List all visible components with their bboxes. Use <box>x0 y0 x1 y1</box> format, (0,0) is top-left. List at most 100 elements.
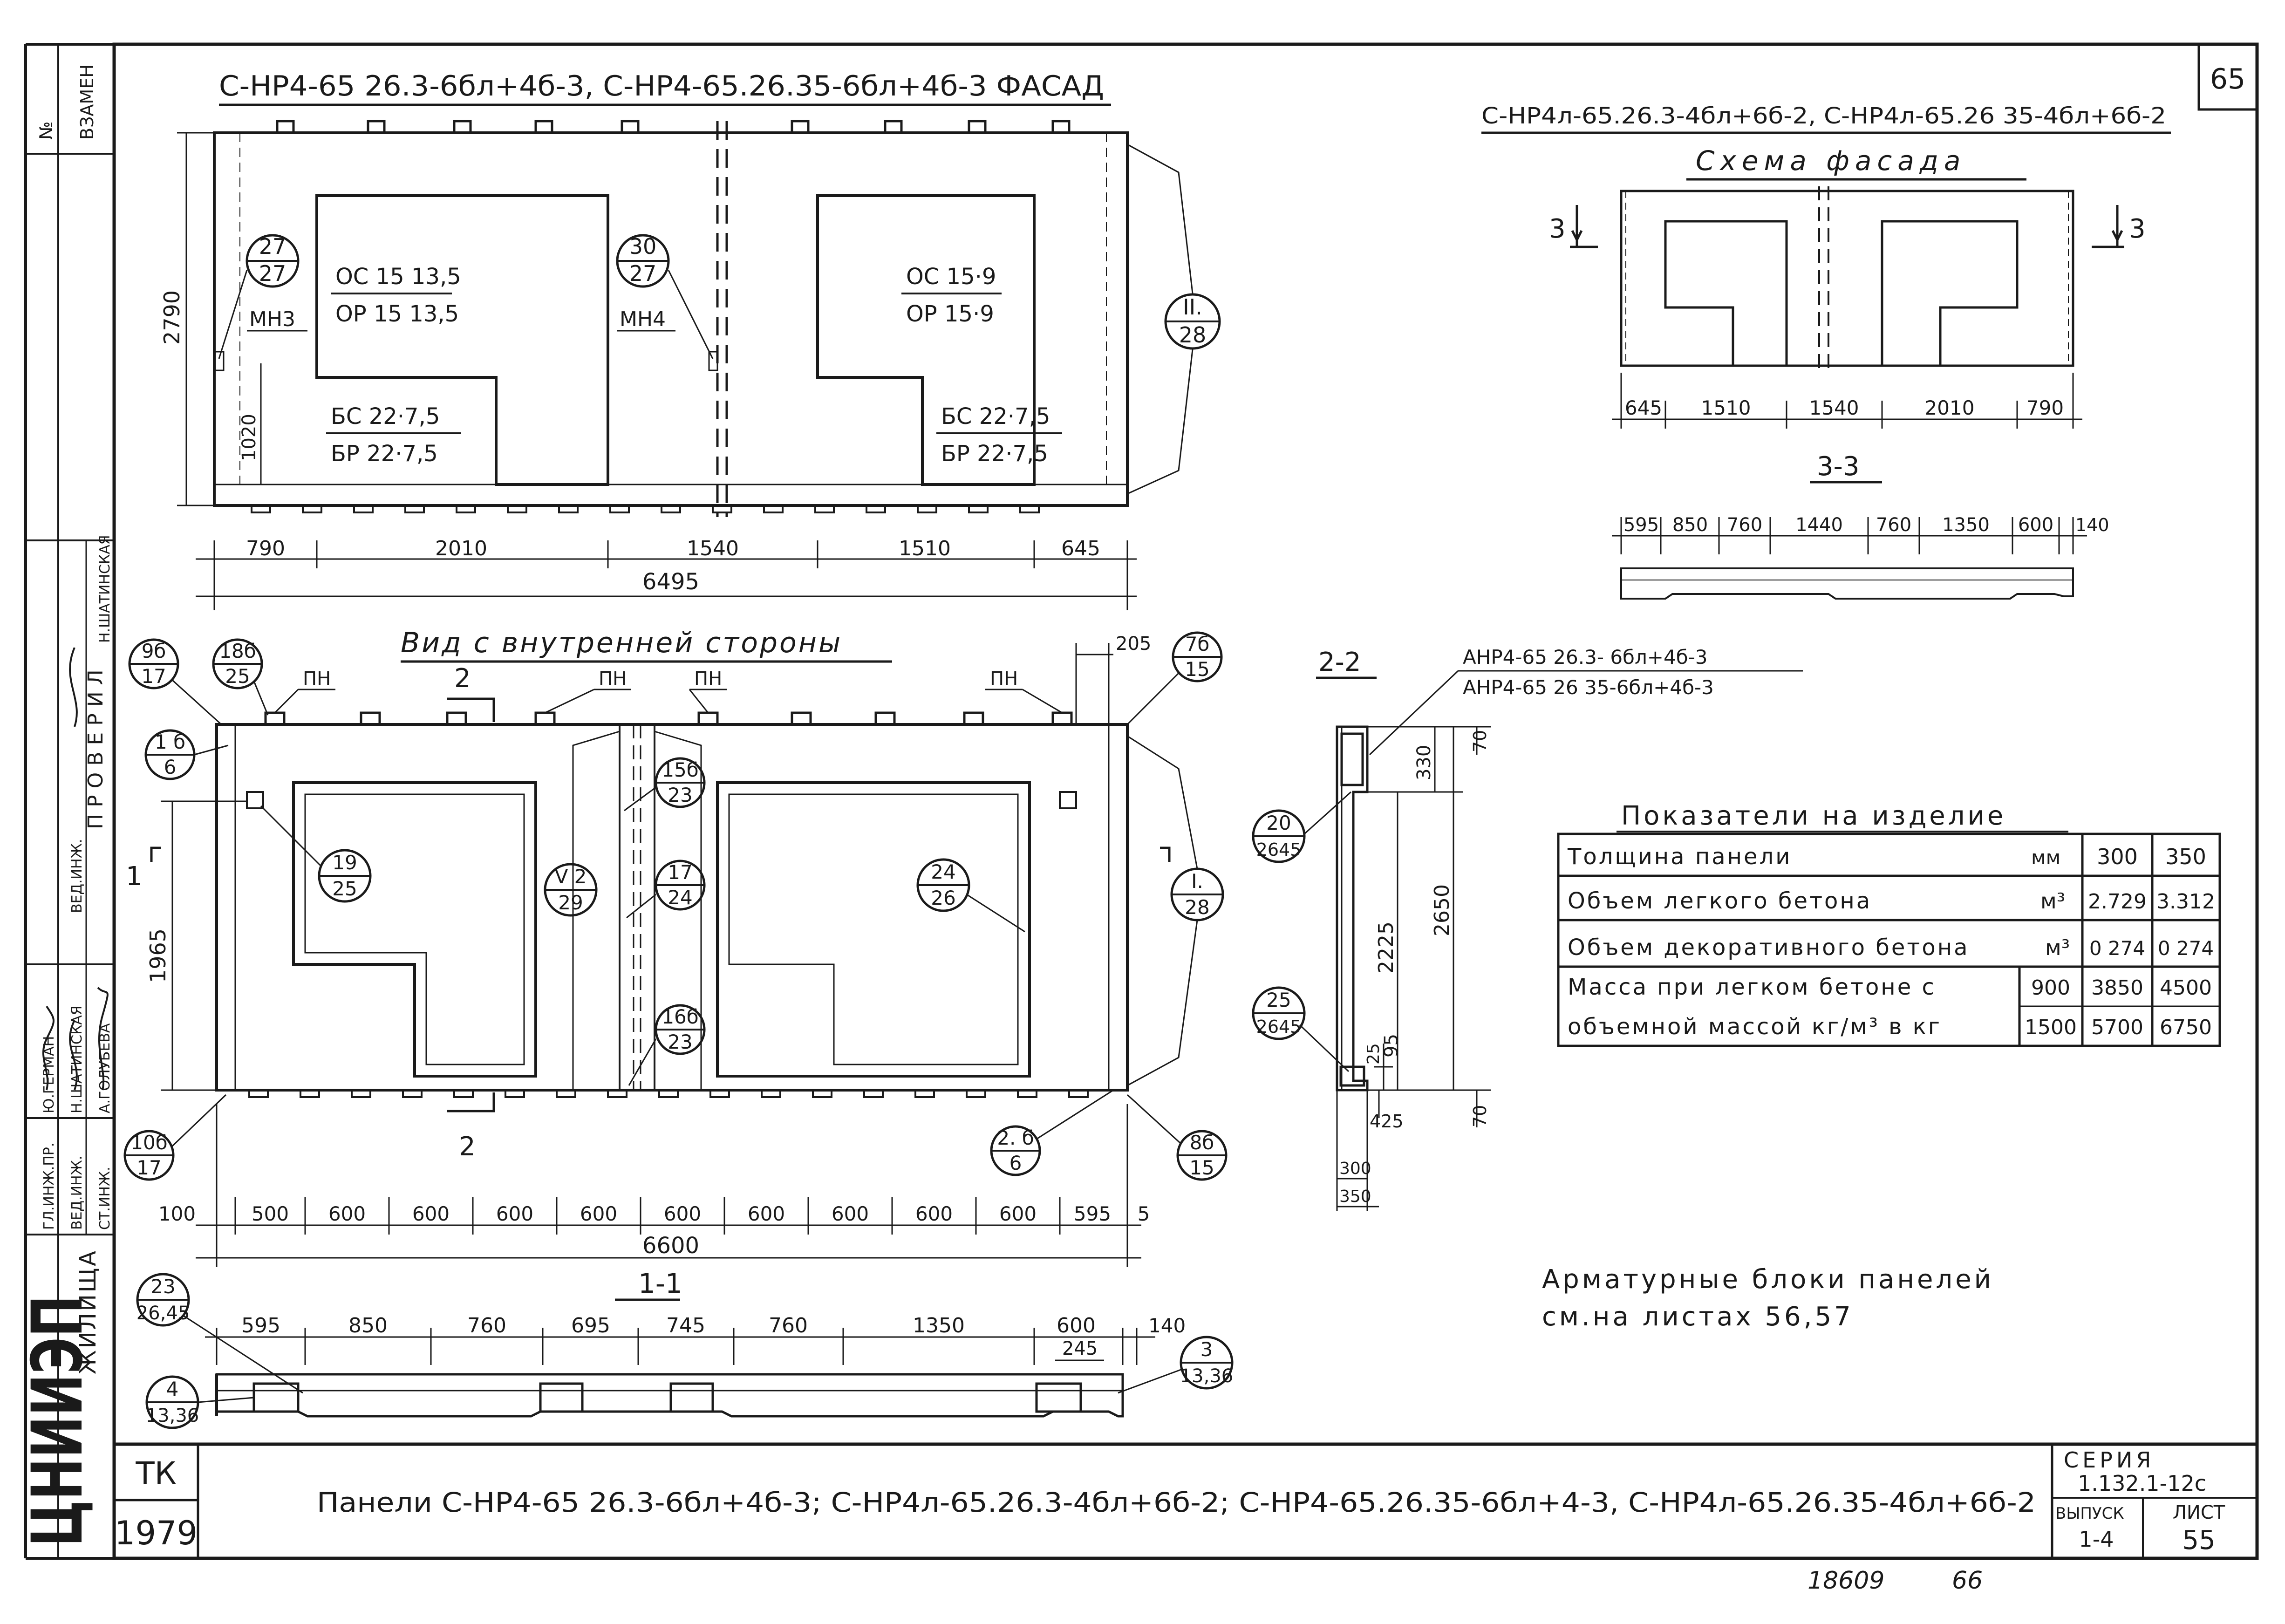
row-3-v300: 0 274 <box>2089 937 2145 960</box>
section-1-1-dim-7: 1350 <box>913 1314 965 1337</box>
inner-top-dim: 205 <box>1116 633 1151 655</box>
section-mark-left: 1 <box>126 861 143 892</box>
section-2-2-tag-25-bottom: 2645 <box>1256 1017 1302 1037</box>
row-2-unit: м³ <box>2040 888 2065 914</box>
inner-horizontal-dims <box>196 1104 1141 1267</box>
schema-cut-right: 3 <box>2129 214 2146 244</box>
row-1-unit: мм <box>2031 846 2060 869</box>
stamp-name-2: Н.ШАТИНСКАЯ <box>69 1005 85 1113</box>
facade-tag-ii: II. 28 <box>1127 143 1221 495</box>
tag-8b: 8б 15 <box>1126 1094 1228 1181</box>
tag-19-top: 19 <box>332 851 357 874</box>
pn-label-1: ПН <box>303 668 331 689</box>
inner-dim-9: 600 <box>832 1202 869 1225</box>
section-1-1-tag-4: 4 13,36 <box>145 1375 254 1429</box>
tag-17-top: 17 <box>668 861 692 884</box>
section-1-1: 1-1 595 850 760 695 745 760 1350 600 140… <box>136 1268 1234 1429</box>
section-2-2-dim-70b: 70 <box>1470 1105 1490 1127</box>
section-2-2-dim-25: 25 <box>1364 1043 1383 1064</box>
inner-dim-13: 5 <box>1138 1202 1150 1225</box>
tag-8b-bottom: 15 <box>1189 1156 1214 1179</box>
org-name: ЖИЛИЩА <box>75 1249 101 1374</box>
facade-tag-mn4-label: МН4 <box>620 307 666 331</box>
section-2-2-tag-20-top: 20 <box>1266 812 1291 834</box>
section-2-2-title: 2-2 <box>1318 647 1361 677</box>
sheet-number: 65 <box>2210 63 2245 96</box>
section-1-1-tag-3-top: 3 <box>1200 1338 1213 1361</box>
facade-dim-1: 790 <box>246 537 285 560</box>
note-line-1: Арматурные блоки панелей <box>1542 1264 1994 1295</box>
stamp-role-2: ВЕД.ИНЖ. <box>69 1156 85 1230</box>
left-stamp: № ВЗАМЕН ПРОВЕРИЛ ВЕД.ИНЖ. Н.ШАТИНСКАЯ Г… <box>17 64 113 1547</box>
sheet-value: 55 <box>2182 1525 2215 1556</box>
section-1-1-dim-4: 695 <box>571 1314 610 1337</box>
inner-dim-7: 600 <box>664 1202 701 1225</box>
inner-height-dim: 1965 <box>145 928 171 983</box>
tag-v2: V 2 29 <box>544 863 598 917</box>
schema-section-dims <box>1612 517 2087 554</box>
tag-18b-top: 18б <box>219 640 256 662</box>
inner-dim-2: 500 <box>252 1202 289 1225</box>
facade-title: С-НР4-65 26.3-6бл+4б-3, С-НР4-65.26.35-6… <box>219 70 1104 102</box>
facade-panel <box>213 121 1129 517</box>
inner-tags: 9б 17 18б 25 1 б 6 19 25 <box>123 631 1228 1181</box>
issue-value: 1-4 <box>2079 1527 2114 1552</box>
replace-label: ВЗАМЕН <box>77 64 97 140</box>
tag-i: I. 28 <box>1127 735 1224 1086</box>
section-2-2-dim-425: 425 <box>1370 1111 1404 1132</box>
mass-density-2: 1500 <box>2025 1016 2077 1039</box>
tag-9b-bottom: 17 <box>141 665 166 688</box>
tag-7b-bottom: 15 <box>1185 658 1209 681</box>
inner-top-lugs <box>264 711 1073 724</box>
section-2-2-dims <box>1336 726 1491 1211</box>
signatures <box>42 647 109 1091</box>
facade-dim-4: 1510 <box>899 537 951 560</box>
schema-section-dim-2: 850 <box>1672 514 1708 536</box>
schema-section-dim-4: 1440 <box>1795 514 1843 536</box>
inner-view-title: Вид с внутренней стороны <box>401 627 842 659</box>
mass-density-1: 900 <box>2031 976 2070 1000</box>
title-block: ТК 1979 Панели С-НР4-65 26.3-6бл+4б-3; С… <box>114 1442 2257 1595</box>
indicators-table: Показатели на изделие Толщина панели мм … <box>1557 801 2221 1047</box>
schema-panel <box>1620 186 2074 370</box>
section-2-2-dim-2225: 2225 <box>1374 921 1398 974</box>
tag-9b-top: 9б <box>142 640 166 662</box>
tag-24: 24 26 <box>916 858 1025 933</box>
schema-dim-2: 1510 <box>1701 396 1751 419</box>
tag-2b: 2. б 6 <box>990 1089 1114 1176</box>
section-1-1-dim-8: 600 <box>1057 1314 1096 1337</box>
tag-v2-bottom: 29 <box>558 891 583 914</box>
schema-section-dim-1: 595 <box>1623 514 1659 536</box>
sheet-frame <box>24 42 2259 1560</box>
schema-section-title: 3-3 <box>1817 451 1859 482</box>
tag-24-top: 24 <box>931 860 955 883</box>
replace-no-label: № <box>36 121 56 140</box>
section-1-1-tag-4-bottom: 13,36 <box>146 1405 199 1426</box>
tag-1b-top: 1 б <box>155 730 185 753</box>
facade-tag-mn4: 30 27 МН4 <box>616 234 718 371</box>
tag-17: 17 24 <box>626 860 706 919</box>
section-1-1-tag-4-top: 4 <box>166 1378 179 1400</box>
schema-facade: С-НР4л-65.26.3-4бл+6б-2, С-НР4л-65.26 35… <box>1481 103 2171 600</box>
tag-10b-top: 10б <box>130 1131 167 1154</box>
schema-cut-left: 3 <box>1549 214 1566 244</box>
inner-dim-11: 600 <box>999 1202 1037 1225</box>
schema-title: Схема фасада <box>1696 145 1966 177</box>
tag-24-bottom: 26 <box>931 887 955 909</box>
facade-height-total: 2790 <box>159 290 184 345</box>
section-mark-top: 2 <box>454 663 471 694</box>
window-2-bottom: ОР 15·9 <box>906 301 994 327</box>
schema-section-dim-6: 1350 <box>1942 514 1990 536</box>
tag-15b-bottom: 23 <box>668 784 692 806</box>
inner-view: Вид с внутренней стороны <box>123 627 1228 1267</box>
tag-15b: 15б 23 <box>624 757 706 812</box>
tk-label: ТК <box>135 1455 176 1491</box>
facade-tag-mn4-top: 30 <box>629 234 657 259</box>
facade-dim-3: 1540 <box>687 537 739 560</box>
tag-16b-bottom: 23 <box>668 1030 692 1053</box>
inner-panel <box>215 723 1129 1092</box>
facade-tag-mn3-bottom: 27 <box>259 261 286 286</box>
section-1-1-dim-1: 595 <box>241 1314 280 1337</box>
mass-v350-2: 6750 <box>2160 1016 2212 1039</box>
section-1-1-tag-23-top: 23 <box>150 1275 175 1298</box>
